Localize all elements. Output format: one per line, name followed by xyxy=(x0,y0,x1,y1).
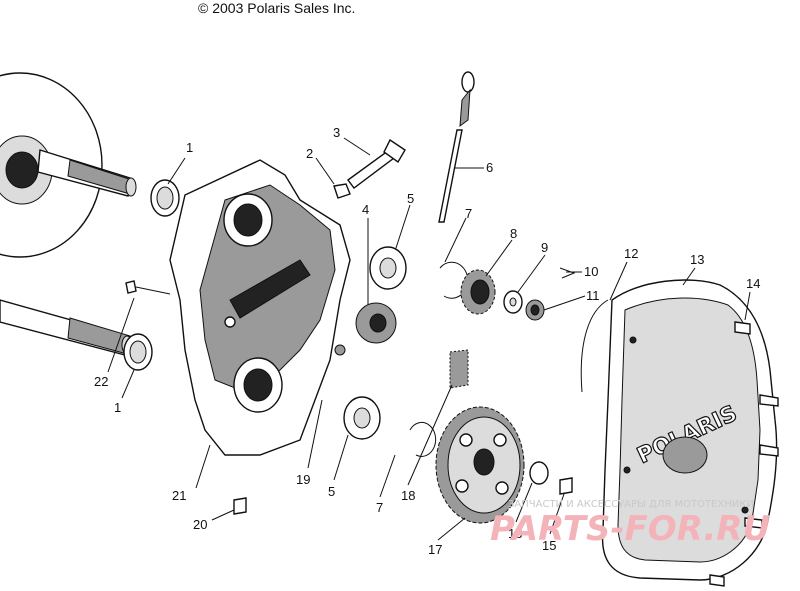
seal-lower xyxy=(123,333,153,371)
washer-9 xyxy=(503,290,523,314)
drive-shaft xyxy=(37,149,137,197)
callout-5b: 5 xyxy=(328,484,335,499)
callout-9: 9 xyxy=(541,240,548,255)
leader-lines xyxy=(107,137,751,541)
callout-21: 21 xyxy=(172,488,186,503)
callout-12: 12 xyxy=(624,246,638,261)
callout-6: 6 xyxy=(486,160,493,175)
callout-5a: 5 xyxy=(407,191,414,206)
nut-11 xyxy=(525,299,545,321)
tensioner-12 xyxy=(580,299,609,393)
seal-upper xyxy=(150,179,180,217)
lower-shaft xyxy=(0,299,133,356)
nut-2 xyxy=(333,183,351,199)
copyright-notice: © 2003 Polaris Sales Inc. xyxy=(198,0,356,16)
callout-13: 13 xyxy=(690,252,704,267)
bearing-4 xyxy=(355,302,397,344)
callout-4: 4 xyxy=(362,202,369,217)
callout-8: 8 xyxy=(510,226,517,241)
chaincase-housing xyxy=(169,159,351,456)
callout-7a: 7 xyxy=(465,206,472,221)
callout-14: 14 xyxy=(746,276,760,291)
callout-2: 2 xyxy=(306,146,313,161)
callout-7b: 7 xyxy=(376,500,383,515)
callout-20: 20 xyxy=(193,517,207,532)
bolt-22 xyxy=(125,280,171,295)
callouts: 1 2 3 4 5 6 7 8 9 10 11 12 13 14 22 1 21… xyxy=(94,125,760,557)
watermark-brand: PARTS-FOR.RU xyxy=(490,509,770,549)
sprocket-8 xyxy=(460,269,496,315)
chain-18 xyxy=(449,349,469,389)
callout-17: 17 xyxy=(428,542,442,557)
watermark-caption: ЗАПЧАСТИ И АКСЕССУАРЫ ДЛЯ МОТОТЕХНИКИ xyxy=(508,499,754,510)
bolt-3 xyxy=(347,138,406,189)
callout-22: 22 xyxy=(94,374,108,389)
callout-19: 19 xyxy=(296,472,310,487)
callout-18: 18 xyxy=(401,488,415,503)
sprocket-17 xyxy=(435,406,525,524)
callout-11: 11 xyxy=(586,288,600,303)
cotter-pin-10 xyxy=(559,267,576,279)
callout-10: 10 xyxy=(584,264,598,279)
bolt-15 xyxy=(559,477,573,495)
callout-3: 3 xyxy=(333,125,340,140)
watermark: ЗАПЧАСТИ И АКСЕССУАРЫ ДЛЯ МОТОТЕХНИКИ PA… xyxy=(490,499,770,549)
callout-15: 15 xyxy=(542,538,556,553)
callout-1a: 1 xyxy=(186,140,193,155)
washer-5-lower xyxy=(343,396,381,440)
snap-ring-7-lower xyxy=(409,421,437,457)
callout-1b: 1 xyxy=(114,400,121,415)
plug-20 xyxy=(233,497,247,515)
callout-16: 16 xyxy=(508,526,522,541)
cover-bolt-14 xyxy=(709,321,779,587)
chaincase-cover-13: POLARIS xyxy=(601,279,778,581)
dipstick-6 xyxy=(438,71,475,223)
washer-5-upper xyxy=(369,246,407,290)
washer-16 xyxy=(529,461,549,485)
